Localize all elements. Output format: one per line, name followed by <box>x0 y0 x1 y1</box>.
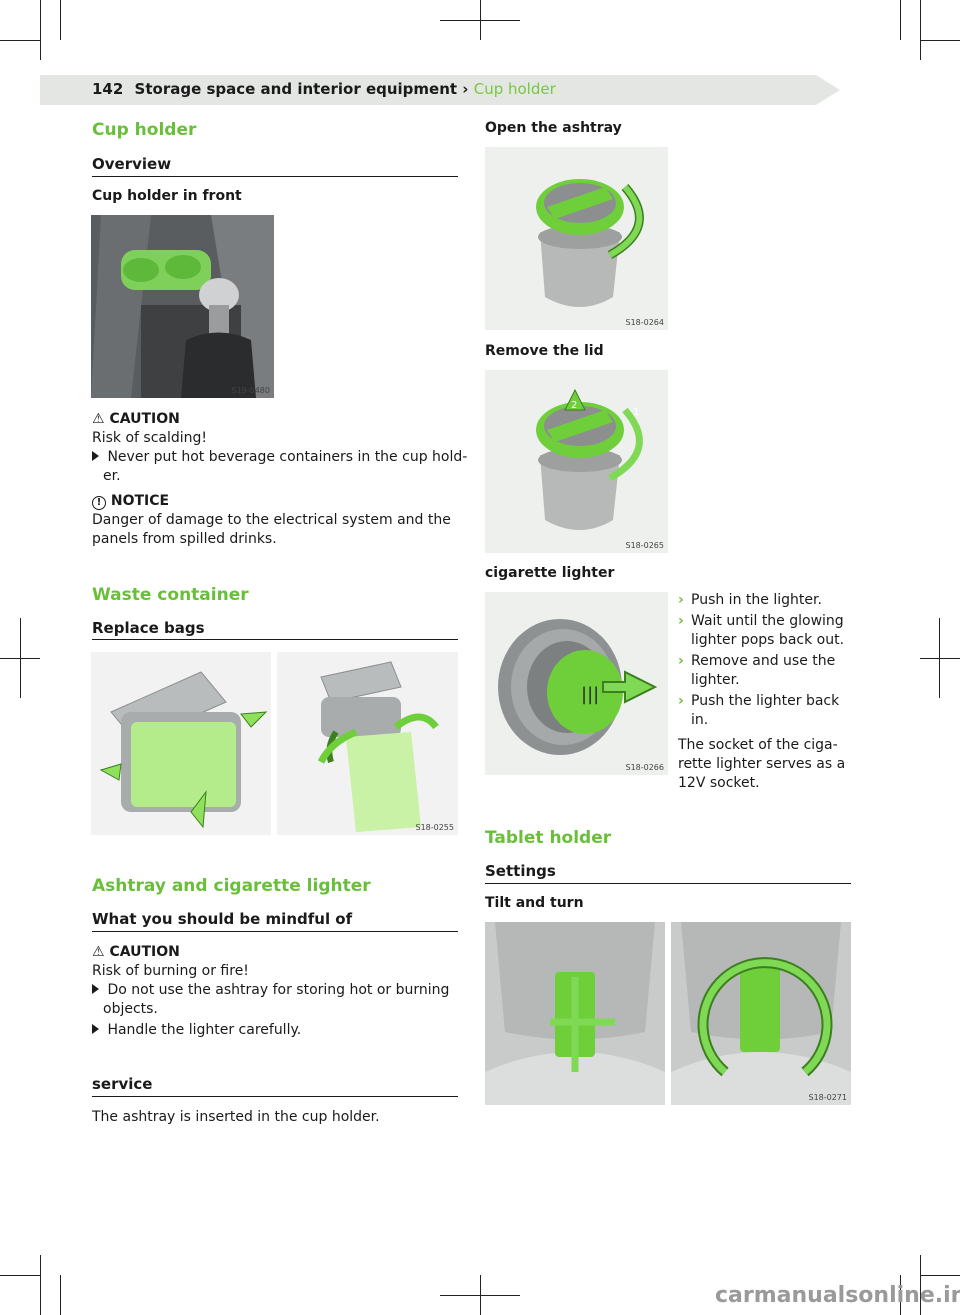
socket-text: The socket of the ciga- <box>678 737 838 753</box>
figure-cigarette-lighter: ||| S18-0266 <box>485 592 668 775</box>
crop-mark <box>60 1275 61 1315</box>
figure-remove-lid: 2 1 S18-0265 <box>485 370 668 553</box>
step-number: 2 <box>571 400 577 411</box>
list-item-cont: in. <box>691 712 709 728</box>
crop-mark <box>920 1255 921 1315</box>
crop-mark <box>900 0 901 40</box>
heading-cup-holder: Cup holder <box>92 120 197 140</box>
divider <box>485 883 851 884</box>
notice-label: NOTICE <box>110 493 170 509</box>
figure-code: S18-0266 <box>625 763 664 772</box>
bullet-triangle-icon <box>92 1024 99 1034</box>
notice-text: Danger of damage to the electrical syste… <box>92 512 451 528</box>
figure-code: S18-0255 <box>415 823 454 832</box>
figure-tablet-holder: S18-0271 <box>485 922 851 1105</box>
socket-text: 12V socket. <box>678 775 760 791</box>
crop-mark <box>920 40 960 41</box>
step-list: ›Push in the lighter. ›Wait until the gl… <box>678 591 848 793</box>
caution-bullet: Do not use the ashtray for storing hot o… <box>92 981 449 1000</box>
figure-open-ashtray: S18-0264 <box>485 147 668 330</box>
watermark: carmanualsonline.info <box>715 1283 960 1308</box>
divider <box>92 176 458 177</box>
chevron-right-icon: › <box>678 613 684 629</box>
step-number: 1 <box>633 407 639 418</box>
caution-bullet: Handle the lighter carefully. <box>92 1021 301 1040</box>
heading-ashtray: Ashtray and cigarette lighter <box>92 876 371 896</box>
figure-code: S19-0480 <box>231 386 270 395</box>
list-item: ›Wait until the glowing <box>678 613 844 629</box>
crop-mark <box>920 658 960 659</box>
label-open-ashtray: Open the ashtray <box>485 120 622 136</box>
figure-code: S18-0265 <box>625 541 664 550</box>
list-item-cont: lighter. <box>691 672 740 688</box>
section-title: Storage space and interior equipment <box>134 80 458 98</box>
breadcrumb-current[interactable]: Cup holder <box>473 80 556 98</box>
bullet-triangle-icon <box>92 451 99 461</box>
caution-bullet-cont: objects. <box>103 1001 158 1017</box>
caution-heading: ⚠ CAUTION <box>92 943 180 962</box>
list-item: ›Remove and use the <box>678 653 836 669</box>
label-remove-lid: Remove the lid <box>485 343 604 359</box>
warning-icon: ⚠ <box>92 944 105 960</box>
chevron-right-icon: › <box>678 592 684 608</box>
heading-service: service <box>92 1075 153 1093</box>
crop-mark <box>60 0 61 40</box>
heading-overview: Overview <box>92 155 172 173</box>
crop-mark <box>20 618 21 698</box>
figure-cup-holder: S19-0480 <box>91 215 274 398</box>
divider <box>92 639 458 640</box>
chevron-right-icon: › <box>678 693 684 709</box>
crop-mark <box>480 1275 481 1315</box>
bullet-triangle-icon <box>92 984 99 994</box>
crop-mark <box>0 40 40 41</box>
service-text: The ashtray is inserted in the cup holde… <box>92 1109 380 1125</box>
crop-mark <box>920 0 921 60</box>
figure-waste-container: S18-0255 <box>91 652 458 835</box>
notice-text-cont: panels from spilled drinks. <box>92 531 277 547</box>
divider <box>92 1096 458 1097</box>
crop-mark <box>0 1275 40 1276</box>
caution-label: CAUTION <box>109 944 180 960</box>
caution-label: CAUTION <box>109 411 180 427</box>
info-circle-icon: ! <box>92 496 106 510</box>
header-bar <box>40 75 840 105</box>
caution-bullet: Never put hot beverage containers in the… <box>92 448 467 467</box>
crop-mark <box>939 618 940 698</box>
caution-bullet-cont: er. <box>103 468 121 484</box>
notice-heading: ! NOTICE <box>92 492 169 511</box>
list-item-cont: lighter pops back out. <box>691 632 845 648</box>
breadcrumb-separator: › <box>462 80 469 98</box>
caution-heading: ⚠ CAUTION <box>92 410 180 429</box>
heading-mindful: What you should be mindful of <box>92 910 353 928</box>
warning-icon: ⚠ <box>92 411 105 427</box>
crop-mark <box>920 1275 960 1276</box>
heading-replace-bags: Replace bags <box>92 619 205 637</box>
list-item: ›Push the lighter back <box>678 693 840 709</box>
label-cup-holder-front: Cup holder in front <box>92 188 242 204</box>
heading-settings: Settings <box>485 862 556 880</box>
label-tilt-turn: Tilt and turn <box>485 895 584 911</box>
crop-mark <box>40 0 41 60</box>
page-number: 142 <box>92 80 124 98</box>
divider <box>92 931 458 932</box>
crop-mark <box>40 1255 41 1315</box>
list-item: ›Push in the lighter. <box>678 592 822 608</box>
svg-text:|||: ||| <box>581 684 599 705</box>
crop-mark <box>480 0 481 40</box>
figure-code: S18-0264 <box>625 318 664 327</box>
socket-text: rette lighter serves as a <box>678 756 846 772</box>
caution-text: Risk of scalding! <box>92 430 208 446</box>
heading-tablet-holder: Tablet holder <box>485 828 612 848</box>
caution-text: Risk of burning or fire! <box>92 963 249 979</box>
figure-code: S18-0271 <box>808 1093 847 1102</box>
heading-waste-container: Waste container <box>92 585 249 605</box>
page-header: 142 Storage space and interior equipment… <box>92 80 556 98</box>
chevron-right-icon: › <box>678 653 684 669</box>
label-cigarette-lighter: cigarette lighter <box>485 565 615 581</box>
crop-mark <box>900 1275 901 1315</box>
